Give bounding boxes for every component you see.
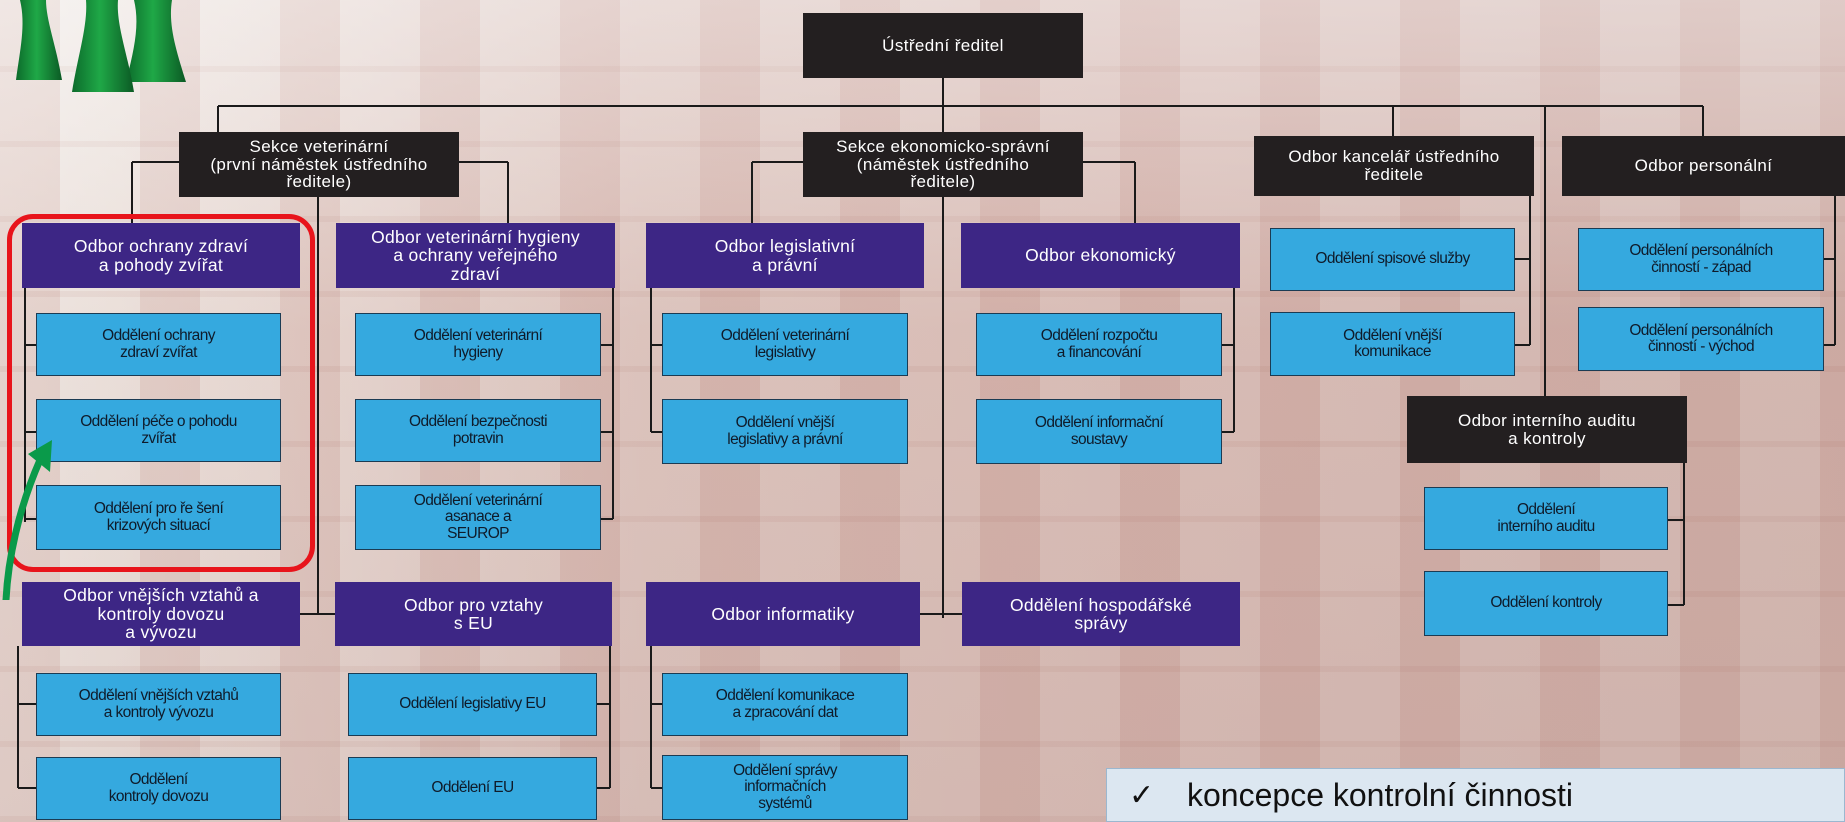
checkmark-icon: ✓	[1129, 778, 1155, 812]
node-oddeleni-spravy-systemu: Oddělení správy informačních systémů	[662, 755, 908, 820]
node-odbor-interniho-auditu: Odbor interního auditu a kontroly	[1407, 396, 1687, 463]
node-oddeleni-veterinarni-legislativy: Oddělení veterinární legislativy	[662, 313, 908, 376]
node-sekce-veterinarni: Sekce veterinární (první náměstek ústřed…	[179, 132, 459, 197]
node-oddeleni-spisove-sluzby: Oddělení spisové služby	[1270, 228, 1515, 291]
node-oddeleni-vnejsi-komunikace: Oddělení vnější komunikace	[1270, 312, 1515, 376]
node-odbor-veterinarni-hygieny: Odbor veterinární hygieny a ochrany veře…	[336, 223, 615, 288]
node-odbor-ekonomicky: Odbor ekonomický	[961, 223, 1240, 288]
node-odbor-personalni: Odbor personální	[1562, 136, 1845, 196]
note-box: ✓ koncepce kontrolní činnosti	[1106, 768, 1845, 822]
node-oddeleni-informacni-soustavy: Oddělení informační soustavy	[976, 399, 1222, 464]
node-oddeleni-komunikace-dat: Oddělení komunikace a zpracování dat	[662, 673, 908, 736]
node-oddeleni-personalnich-vychod: Oddělení personálních činností - východ	[1578, 307, 1824, 371]
node-oddeleni-eu: Oddělení EU	[348, 757, 597, 820]
node-oddeleni-rozpoctu: Oddělení rozpočtu a financování	[976, 313, 1222, 376]
node-oddeleni-legislativy-eu: Oddělení legislativy EU	[348, 673, 597, 736]
node-oddeleni-ochrany-zdravi: Oddělení ochrany zdraví zvířat	[36, 313, 281, 376]
node-oddeleni-kontroly-dovozu: Oddělení kontroly dovozu	[36, 757, 281, 820]
node-oddeleni-veterinarni-hygieny: Oddělení veterinární hygieny	[355, 313, 601, 376]
node-oddeleni-krizovych-situaci: Oddělení pro ře šení krizových situací	[36, 485, 281, 550]
node-sekce-ekonomicko-spravni: Sekce ekonomicko-správní (náměstek ústře…	[803, 132, 1083, 197]
note-text: koncepce kontrolní činnosti	[1187, 776, 1573, 813]
node-oddeleni-hospodarske-spravy: Oddělení hospodářské správy	[962, 582, 1240, 646]
node-oddeleni-veterinarni-asanace: Oddělení veterinární asanace a SEUROP	[355, 485, 601, 550]
node-odbor-vztahy-eu: Odbor pro vztahy s EU	[335, 582, 612, 646]
node-oddeleni-vnejsich-vztahu: Oddělení vnějších vztahů a kontroly vývo…	[36, 673, 281, 736]
green-arrow-icon	[2, 440, 52, 600]
node-odbor-kancelar: Odbor kancelář ústředního ředitele	[1254, 136, 1534, 196]
node-oddeleni-personalnich-zapad: Oddělení personálních činností - západ	[1578, 228, 1824, 291]
node-oddeleni-bezpecnosti-potravin: Oddělení bezpečnosti potravin	[355, 399, 601, 462]
node-odbor-legislativni: Odbor legislativní a právní	[646, 223, 924, 288]
node-odbor-informatiky: Odbor informatiky	[646, 582, 920, 646]
node-odbor-ochrany-zdravi: Odbor ochrany zdraví a pohody zvířat	[22, 223, 300, 288]
highlight-frame	[7, 214, 315, 572]
node-odbor-vnejsich-vztahu: Odbor vnějších vztahů a kontroly dovozu …	[22, 582, 300, 646]
green-pawns-icon	[16, 0, 186, 92]
node-oddeleni-vnejsi-legislativy: Oddělení vnější legislativy a právní	[662, 399, 908, 464]
node-oddeleni-kontroly: Oddělení kontroly	[1424, 571, 1668, 636]
node-oddeleni-pece-o-pohodu: Oddělení péče o pohodu zvířat	[36, 399, 281, 462]
node-ustredni-reditel: Ústřední ředitel	[803, 13, 1083, 78]
node-oddeleni-interniho-auditu: Oddělení interního auditu	[1424, 487, 1668, 550]
